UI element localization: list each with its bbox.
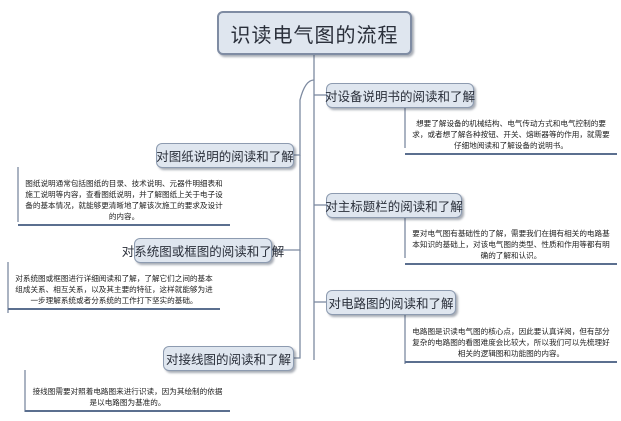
- desc-drawing-notes: 图纸说明通常包括图纸的目录、技术说明、元器件明细表和施工说明等内容，查看图纸说明…: [18, 176, 230, 226]
- branch-circuit-diagram: 对电路图的阅读和了解: [326, 290, 456, 315]
- desc-title-block: 要对电气图有基础性的了解，需要我们在拥有相关的电路基本知识的基础上，对该电气图的…: [405, 226, 617, 265]
- branch-device-manual: 对设备说明书的阅读和了解: [325, 83, 475, 108]
- desc-system-diagram: 对系统图或框图进行详细阅读和了解，了解它们之间的基本组成关系、相互关系，以及其主…: [8, 271, 220, 310]
- branch-title-block: 对主标题栏的阅读和了解: [325, 193, 463, 218]
- desc-device-manual: 想要了解设备的机械结构、电气传动方式和电气控制的要求，或者想了解各种按钮、开关、…: [405, 116, 617, 155]
- branch-drawing-notes: 对图纸说明的阅读和了解: [156, 143, 294, 168]
- branch-wiring-diagram: 对接线图的阅读和了解: [163, 346, 294, 371]
- desc-circuit-diagram: 电路图是识读电气图的核心点，因此要认真详阅，但有部分复杂的电路图的看图难度会比较…: [405, 324, 617, 363]
- link-branch-4: [272, 155, 301, 251]
- desc-wiring-diagram: 接线图需要对照着电路图来进行识读，因为其绘制的依据是以电路图为基准的。: [25, 384, 230, 412]
- branch-system-diagram: 对系统图或框图的阅读和了解: [122, 238, 284, 263]
- root-title: 识读电气图的流程: [217, 11, 412, 55]
- link-branch-6: [294, 250, 301, 359]
- link-branch-2: [294, 79, 315, 156]
